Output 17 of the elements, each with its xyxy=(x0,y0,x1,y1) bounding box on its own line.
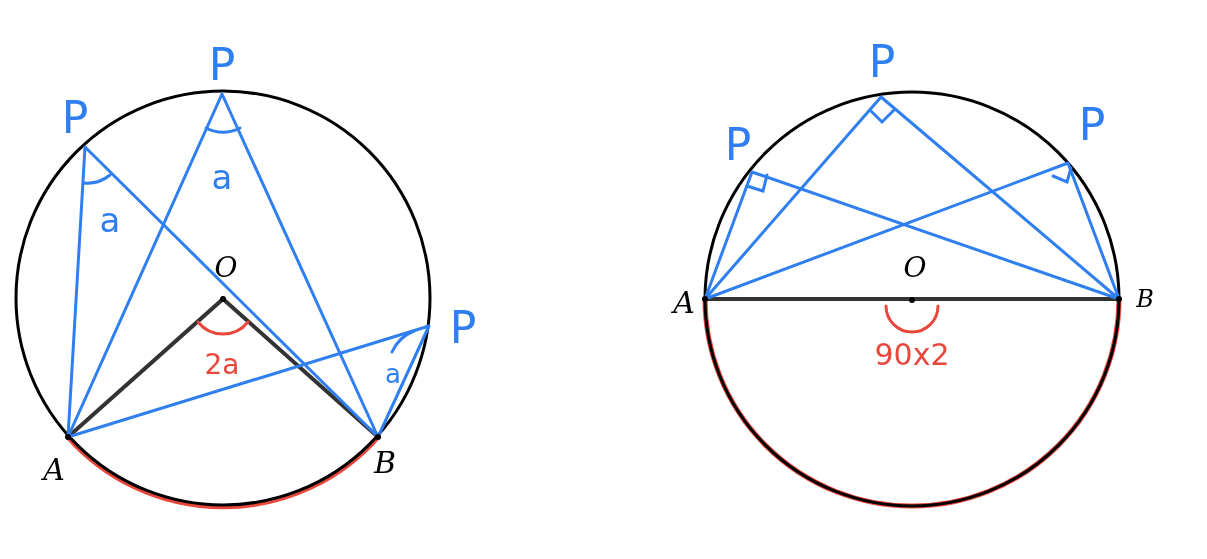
point-label: P xyxy=(208,43,236,87)
angle-label: 2a xyxy=(204,351,240,379)
point-label: P xyxy=(868,40,896,84)
angle-label: a xyxy=(385,361,401,387)
center-label: O xyxy=(214,254,238,282)
point-label: P xyxy=(449,306,477,350)
point-label: P xyxy=(61,96,89,140)
angle-label: 90x2 xyxy=(874,340,950,370)
point-label: B xyxy=(1136,287,1154,311)
angle-label: a xyxy=(99,203,121,237)
point-label: A xyxy=(43,455,65,485)
angle-label: a xyxy=(211,160,233,194)
point-label: P xyxy=(1078,103,1106,147)
point-label: B xyxy=(374,448,396,478)
center-label: O xyxy=(903,254,927,282)
point-label: A xyxy=(673,288,695,318)
point-label: P xyxy=(724,123,752,167)
